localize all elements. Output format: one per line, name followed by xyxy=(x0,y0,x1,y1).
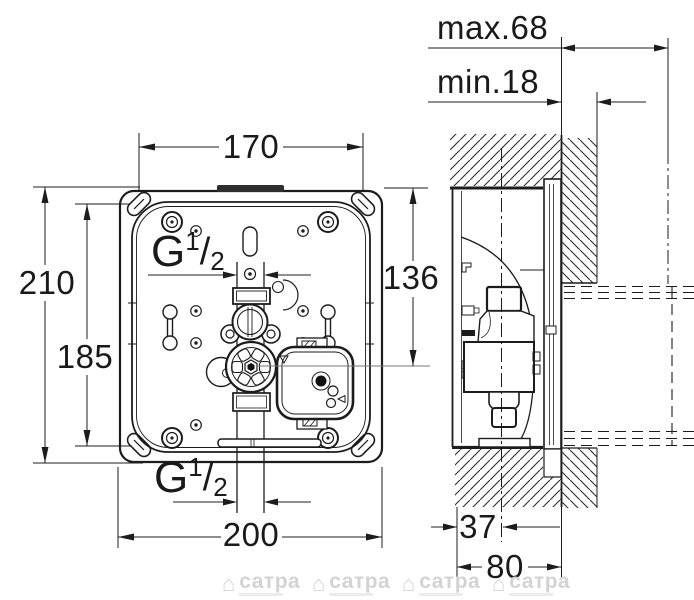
house-icon: ⌂ xyxy=(222,571,236,596)
dim-label-depth-min: min.18 xyxy=(437,63,540,100)
solenoid-box xyxy=(275,337,355,430)
dim-label-width-bottom: 200 xyxy=(222,516,280,553)
valve-section xyxy=(463,285,541,428)
thread-label-top: G1/2 xyxy=(151,226,225,276)
front-dimensions xyxy=(33,133,430,548)
watermark: ⌂ сатра xyxy=(222,570,301,596)
watermark: ⌂ сатра xyxy=(312,570,391,596)
side-view xyxy=(450,92,694,542)
dim-label-height-center: 136 xyxy=(382,259,440,296)
house-icon: ⌂ xyxy=(402,571,416,596)
corner-bosses xyxy=(161,211,339,449)
dim-label-depth-max: max.68 xyxy=(437,9,549,46)
front-view xyxy=(118,185,384,513)
watermark: ⌂ сатра xyxy=(402,570,481,596)
watermark: ⌂ сатра xyxy=(492,570,571,596)
dim-label-width-top: 170 xyxy=(222,128,280,165)
thread-label-bottom: G1/2 xyxy=(154,452,228,502)
flush-valve xyxy=(224,340,278,394)
dim-label-height-holes: 185 xyxy=(56,338,114,375)
dim-label-depth-center: 37 xyxy=(459,508,497,545)
dim-label-depth-overall: 80 xyxy=(486,548,524,585)
dim-label-height-overall: 210 xyxy=(18,264,76,301)
house-icon: ⌂ xyxy=(492,571,506,596)
side-dimensions xyxy=(428,37,669,578)
house-icon: ⌂ xyxy=(312,571,326,596)
